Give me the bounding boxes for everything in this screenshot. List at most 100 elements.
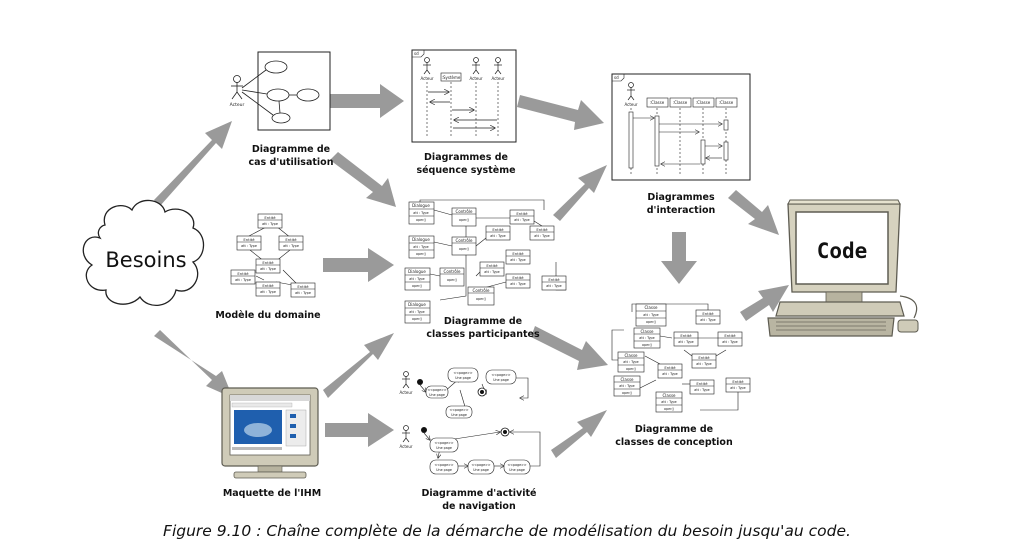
svg-text:Dialogue: Dialogue bbox=[412, 237, 430, 242]
arrow-navigation-to-conception bbox=[551, 410, 607, 458]
svg-text:Entité: Entité bbox=[702, 311, 714, 316]
arrow-sequence-to-interaction bbox=[517, 95, 604, 130]
svg-text::Système: :Système bbox=[442, 75, 461, 80]
svg-text:<<page>>: <<page>> bbox=[427, 388, 447, 392]
arrow-besoins-to-ihm bbox=[154, 330, 233, 398]
svg-text:Acteur: Acteur bbox=[399, 390, 412, 395]
svg-text:Une page: Une page bbox=[429, 393, 445, 397]
svg-text:att : Type: att : Type bbox=[295, 291, 311, 295]
svg-text:Classe: Classe bbox=[663, 393, 677, 398]
svg-text:Entité: Entité bbox=[732, 379, 744, 384]
svg-text:oper(): oper() bbox=[416, 218, 426, 222]
svg-text:<<page>>: <<page>> bbox=[491, 373, 511, 377]
svg-text:Entité: Entité bbox=[724, 333, 736, 338]
svg-text:Classe: Classe bbox=[641, 329, 655, 334]
svg-text:att : Type: att : Type bbox=[484, 270, 499, 274]
svg-text:att : Type: att : Type bbox=[235, 278, 251, 282]
svg-text:att : Type: att : Type bbox=[534, 234, 549, 238]
svg-text:att : Type: att : Type bbox=[619, 384, 634, 388]
arrow-participants-to-conception bbox=[531, 326, 608, 370]
arrow-ihm-to-navigation bbox=[325, 413, 394, 447]
svg-text:att : Type: att : Type bbox=[490, 234, 505, 238]
arrow-participants-to-interaction bbox=[553, 165, 607, 221]
svg-text:Entité: Entité bbox=[297, 284, 309, 289]
svg-text:oper(): oper() bbox=[622, 391, 632, 395]
svg-text:att : Type: att : Type bbox=[546, 284, 561, 288]
interaction-diagram: sd Acteur :Classe :Classe :Classe :Class… bbox=[611, 73, 751, 181]
svg-text:att : Type: att : Type bbox=[643, 313, 658, 317]
label-domain-model: Modèle du domaine bbox=[215, 310, 321, 321]
svg-text:Une page: Une page bbox=[509, 468, 525, 472]
svg-text:Entité: Entité bbox=[698, 355, 710, 360]
arrow-interaction-to-conception bbox=[661, 232, 697, 284]
svg-text:att : Type: att : Type bbox=[678, 340, 693, 344]
arrow-besoins-to-usecase bbox=[154, 121, 232, 206]
svg-text:att : Type: att : Type bbox=[260, 267, 276, 271]
svg-text:Entité: Entité bbox=[536, 227, 548, 232]
svg-text:Entité: Entité bbox=[243, 237, 255, 242]
label-system-sequence: Diagrammes de séquence système bbox=[416, 152, 516, 176]
svg-text::Classe: :Classe bbox=[650, 100, 665, 105]
svg-text::Classe: :Classe bbox=[719, 100, 734, 105]
arrow-ihm-to-participants bbox=[323, 333, 394, 398]
svg-text:Entité: Entité bbox=[262, 260, 274, 265]
svg-text:att : Type: att : Type bbox=[409, 310, 424, 314]
arrow-usecase-to-sequence bbox=[330, 84, 404, 118]
svg-text:att : Type: att : Type bbox=[262, 222, 278, 226]
svg-text:att : Type: att : Type bbox=[623, 360, 638, 364]
svg-text:<<page>>: <<page>> bbox=[434, 441, 454, 445]
svg-text:oper(): oper() bbox=[447, 278, 457, 282]
svg-text:Classe: Classe bbox=[625, 353, 639, 358]
svg-text:att : Type: att : Type bbox=[510, 258, 525, 262]
svg-text:Entité: Entité bbox=[680, 333, 692, 338]
svg-text:Dialogue: Dialogue bbox=[412, 203, 430, 208]
svg-text:att : Type: att : Type bbox=[639, 336, 654, 340]
svg-text:Une page: Une page bbox=[473, 468, 489, 472]
system-sequence-diagram: sd Acteur Acteur Acteur :Système bbox=[411, 49, 517, 143]
svg-text:Une page: Une page bbox=[436, 468, 452, 472]
use-case-diagram: Acteur bbox=[230, 51, 331, 131]
svg-text:Entité: Entité bbox=[512, 251, 524, 256]
svg-text:Entité: Entité bbox=[262, 283, 274, 288]
svg-text:att : Type: att : Type bbox=[283, 244, 299, 248]
domain-model-diagram: Entité att : Type Entité att : Type Enti… bbox=[230, 213, 316, 298]
arrow-domain-to-participants bbox=[323, 248, 394, 282]
svg-text:Acteur: Acteur bbox=[230, 102, 245, 108]
label-participant-classes: Diagramme de classes participantes bbox=[426, 316, 540, 340]
svg-text:att : Type: att : Type bbox=[730, 386, 745, 390]
svg-text:Acteur: Acteur bbox=[399, 444, 412, 449]
label-navigation-activity: Diagramme d'activité de navigation bbox=[421, 488, 537, 512]
svg-text:Entité: Entité bbox=[264, 215, 276, 220]
svg-text:Une page: Une page bbox=[451, 413, 467, 417]
code-computer-icon: Code bbox=[767, 199, 919, 337]
design-classes-diagram: Classe att : Type oper() Classe att : Ty… bbox=[611, 303, 751, 413]
besoins-cloud: Besoins bbox=[82, 199, 205, 306]
svg-text:Contrôle: Contrôle bbox=[456, 209, 473, 214]
svg-text:Entité: Entité bbox=[486, 263, 498, 268]
svg-text:Une page: Une page bbox=[493, 378, 509, 382]
svg-text:Contrôle: Contrôle bbox=[473, 288, 490, 293]
svg-text:Entité: Entité bbox=[512, 275, 524, 280]
label-design-classes: Diagramme de classes de conception bbox=[615, 424, 733, 448]
svg-text:Acteur: Acteur bbox=[469, 76, 482, 81]
svg-text:oper(): oper() bbox=[412, 317, 422, 321]
svg-text:att : Type: att : Type bbox=[241, 244, 257, 248]
svg-text:<<page>>: <<page>> bbox=[449, 408, 469, 412]
svg-text:Dialogue: Dialogue bbox=[408, 269, 426, 274]
svg-text:<<page>>: <<page>> bbox=[507, 463, 527, 467]
svg-text:oper(): oper() bbox=[412, 284, 422, 288]
svg-text:oper(): oper() bbox=[459, 218, 469, 222]
svg-text:oper(): oper() bbox=[626, 367, 636, 371]
svg-text:Classe: Classe bbox=[645, 305, 659, 310]
svg-text:att : Type: att : Type bbox=[694, 388, 709, 392]
svg-text:Entité: Entité bbox=[696, 381, 708, 386]
ihm-mockup-monitor bbox=[221, 387, 319, 479]
svg-text:att : Type: att : Type bbox=[514, 218, 529, 222]
navigation-activity-diagram: Acteur Acteur bbox=[399, 367, 541, 475]
svg-text:att : Type: att : Type bbox=[662, 372, 677, 376]
label-ihm-mockup: Maquette de l'IHM bbox=[222, 488, 322, 499]
svg-text:oper(): oper() bbox=[476, 297, 486, 301]
svg-text:Entité: Entité bbox=[516, 211, 528, 216]
svg-text:att : Type: att : Type bbox=[409, 277, 424, 281]
label-use-case: Diagramme de cas d'utilisation bbox=[248, 144, 334, 168]
